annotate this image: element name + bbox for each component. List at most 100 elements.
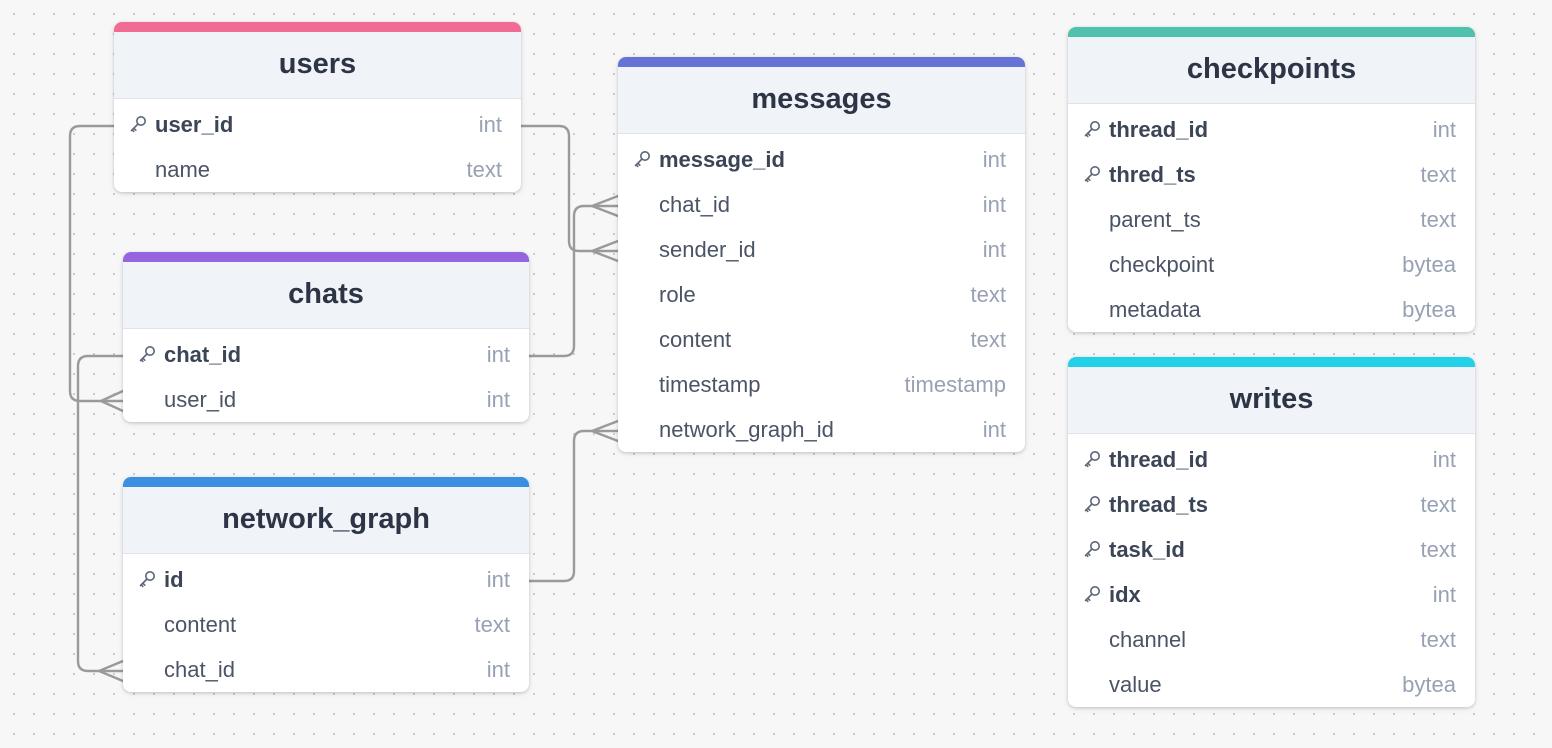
- field-name: thread_ts: [1109, 491, 1209, 517]
- field-type: int: [982, 146, 1006, 172]
- field-type: int: [486, 341, 510, 367]
- field-row-checkpoint[interactable]: checkpoint bytea: [1068, 242, 1475, 287]
- field-row-content[interactable]: content text: [123, 602, 529, 647]
- field-row-channel[interactable]: channel text: [1068, 617, 1475, 662]
- key-icon: [128, 114, 148, 134]
- field-row-user_id[interactable]: user_id int: [114, 102, 521, 147]
- table-title: chats: [123, 262, 529, 329]
- field-name: channel: [1109, 626, 1187, 652]
- field-row-name[interactable]: name text: [114, 147, 521, 192]
- field-type: int: [486, 386, 510, 412]
- field-row-parent_ts[interactable]: parent_ts text: [1068, 197, 1475, 242]
- field-name: content: [659, 326, 732, 352]
- field-list: id int content text chat_id int: [123, 554, 529, 692]
- table-color-bar: [123, 477, 529, 487]
- field-type: int: [1432, 116, 1456, 142]
- field-name: idx: [1109, 581, 1141, 607]
- table-color-bar: [114, 22, 521, 32]
- field-name: role: [659, 281, 696, 307]
- field-name: network_graph_id: [659, 416, 834, 442]
- field-name: checkpoint: [1109, 251, 1215, 277]
- key-icon: [632, 149, 652, 169]
- field-type: timestamp: [904, 371, 1006, 397]
- field-name: content: [164, 611, 237, 637]
- field-type: int: [1432, 446, 1456, 472]
- rel-chats-messages: [527, 204, 620, 358]
- field-type: text: [1420, 206, 1456, 232]
- table-title: checkpoints: [1068, 37, 1475, 104]
- field-name: user_id: [155, 111, 234, 137]
- field-name: id: [164, 566, 184, 592]
- field-row-chat_id[interactable]: chat_id int: [123, 647, 529, 692]
- field-row-id[interactable]: id int: [123, 557, 529, 602]
- table-color-bar: [618, 57, 1025, 67]
- field-type: int: [1432, 581, 1456, 607]
- key-icon: [1082, 539, 1102, 559]
- crowfoot-network_graph-chat_id: [97, 659, 125, 683]
- key-icon: [1082, 584, 1102, 604]
- rel-users-chats: [68, 124, 125, 403]
- table-title: messages: [618, 67, 1025, 134]
- key-icon: [1082, 119, 1102, 139]
- field-row-chat_id[interactable]: chat_id int: [123, 332, 529, 377]
- field-type: int: [478, 111, 502, 137]
- field-name: sender_id: [659, 236, 756, 262]
- field-type: text: [474, 611, 510, 637]
- rel-network_graph-messages: [527, 429, 620, 583]
- field-name: name: [155, 156, 211, 182]
- field-row-thread_id[interactable]: thread_id int: [1068, 107, 1475, 152]
- field-row-user_id[interactable]: user_id int: [123, 377, 529, 422]
- table-title: writes: [1068, 367, 1475, 434]
- field-type: int: [982, 416, 1006, 442]
- key-icon: [1082, 164, 1102, 184]
- field-type: int: [486, 566, 510, 592]
- field-name: thred_ts: [1109, 161, 1196, 187]
- field-row-idx[interactable]: idx int: [1068, 572, 1475, 617]
- field-row-content[interactable]: content text: [618, 317, 1025, 362]
- field-name: chat_id: [164, 341, 242, 367]
- key-icon: [137, 569, 157, 589]
- key-icon: [137, 344, 157, 364]
- field-type: int: [486, 656, 510, 682]
- field-name: timestamp: [659, 371, 761, 397]
- crowfoot-messages-sender_id: [590, 239, 620, 263]
- field-name: thread_id: [1109, 116, 1209, 142]
- rel-chats-network_graph: [76, 354, 125, 673]
- field-type: bytea: [1402, 251, 1456, 277]
- field-type: bytea: [1402, 671, 1456, 697]
- field-row-timestamp[interactable]: timestamp timestamp: [618, 362, 1025, 407]
- field-name: user_id: [164, 386, 237, 412]
- field-type: text: [1420, 626, 1456, 652]
- table-color-bar: [1068, 27, 1475, 37]
- field-name: parent_ts: [1109, 206, 1201, 232]
- rel-users-messages: [519, 124, 620, 253]
- table-color-bar: [1068, 357, 1475, 367]
- field-type: int: [982, 191, 1006, 217]
- field-name: chat_id: [164, 656, 235, 682]
- field-list: user_id int name text: [114, 99, 521, 192]
- field-name: task_id: [1109, 536, 1185, 562]
- field-row-network_graph_id[interactable]: network_graph_id int: [618, 407, 1025, 452]
- field-type: text: [970, 326, 1006, 352]
- field-type: text: [466, 156, 502, 182]
